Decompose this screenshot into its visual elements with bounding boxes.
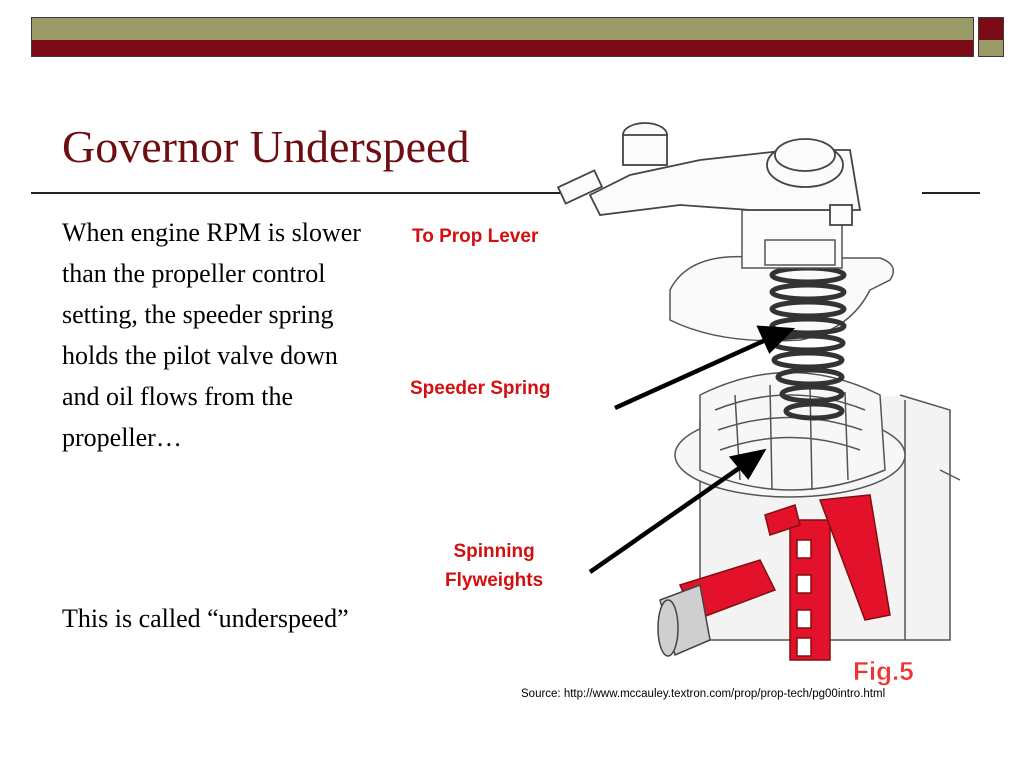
oil-pipe bbox=[657, 583, 711, 657]
body-paragraph-1: When engine RPM is slower than the prope… bbox=[62, 218, 361, 452]
governor-shaft bbox=[741, 209, 843, 269]
rocker-arm bbox=[556, 122, 862, 226]
label-flyweights-line-1: Spinning bbox=[453, 541, 535, 562]
label-spinning-flyweights: Spinning Flyweights bbox=[445, 537, 543, 595]
header-corner-red bbox=[979, 18, 1003, 40]
fig-label: Fig.5 bbox=[853, 656, 914, 686]
label-speeder-spring: Speeder Spring bbox=[410, 378, 551, 399]
flyweight-cage bbox=[674, 371, 906, 498]
governor-diagram: Fig.5 bbox=[556, 122, 961, 686]
speeder-spring bbox=[769, 265, 847, 421]
header-bar-olive-stripe bbox=[32, 18, 973, 40]
speeder-spring-arrowhead bbox=[756, 325, 796, 354]
title-rule-left bbox=[31, 192, 561, 194]
slide-title: Governor Underspeed bbox=[62, 121, 470, 172]
label-to-prop-lever: To Prop Lever bbox=[412, 226, 539, 247]
label-arrows bbox=[588, 325, 796, 574]
oil-passage-ports bbox=[796, 539, 812, 657]
label-flyweights-line-2: Flyweights bbox=[445, 570, 544, 591]
source-citation: Source: http://www.mccauley.textron.com/… bbox=[521, 688, 886, 700]
title-rule-right bbox=[922, 192, 980, 194]
flyweights-arrowhead bbox=[728, 448, 767, 480]
body-paragraph-2: This is called “underspeed” bbox=[62, 604, 349, 633]
header-bar bbox=[31, 17, 974, 57]
header-corner-block bbox=[978, 17, 1004, 57]
